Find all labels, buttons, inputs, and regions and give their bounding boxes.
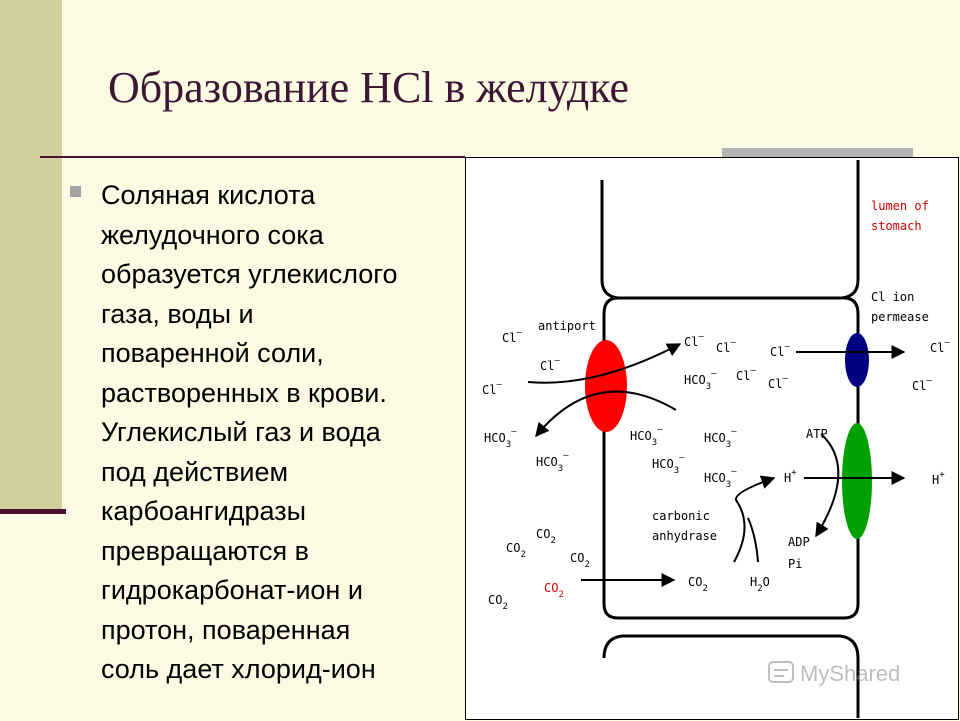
cl-ion-label: Cl– [482, 380, 502, 397]
watermark-text: MyShared [800, 661, 900, 686]
cl-ion-label: Cl– [684, 332, 704, 349]
body-line: гидрокарбонат-ион и [101, 575, 363, 605]
permease-label-line1: Cl ion [871, 290, 914, 304]
co2-label: CO2 [488, 593, 508, 612]
slide-body-text: Соляная кислота желудочного сока образуе… [101, 176, 463, 690]
hco3-ion-label: HCO3– [630, 425, 663, 448]
atp-label: ATP [806, 427, 828, 441]
adp-label: ADP [788, 535, 810, 549]
body-line: протон, поваренная [101, 614, 351, 645]
h2o-join-arrow [747, 517, 759, 563]
permease-label-line2: permease [871, 310, 929, 324]
grey-accent-bar [722, 148, 913, 158]
co2-label: CO2 [536, 527, 556, 546]
hco3-ion-label: HCO3– [484, 427, 517, 450]
cell-lower-outline [602, 634, 860, 718]
title-divider [40, 156, 465, 158]
parietal-cell-diagram: lumen of stomach antiport Cl ion permeas… [465, 157, 959, 720]
cl-ion-label: Cl– [912, 376, 932, 393]
cl-ion-label: Cl– [540, 356, 560, 373]
body-line: под действием [101, 456, 289, 487]
antiport-protein [585, 340, 627, 432]
co2-reactant-label: CO2 [688, 575, 708, 594]
bullet-marker [70, 186, 81, 197]
cl-ion-label: Cl– [502, 328, 522, 345]
cl-antiport-arrow [527, 343, 682, 384]
hco3-ion-label: HCO3– [652, 453, 685, 476]
body-line: образуется углекислого [101, 259, 398, 289]
body-line: соль дает хлорид-ион [101, 654, 376, 684]
hco3-antiport-arrow [535, 390, 677, 438]
h-inner-label: H+ [784, 468, 797, 485]
watermark-logo-icon [768, 661, 794, 683]
carbonic-anhydrase-arrow [733, 475, 776, 563]
diagram-svg: lumen of stomach antiport Cl ion permeas… [482, 160, 950, 718]
h2o-reactant-label: H2O [750, 575, 770, 594]
body-line: превращаются в [101, 535, 309, 566]
proton-pump-protein [842, 423, 872, 539]
lumen-label-line2: stomach [871, 219, 922, 233]
hco3-ion-label: HCO3– [684, 369, 717, 392]
left-decor-band [0, 0, 62, 512]
cell-membrane [600, 160, 860, 300]
body-line: растворенных в крови. [101, 377, 387, 408]
cl-permease-protein [845, 333, 869, 387]
body-line: газа, воды и [101, 298, 254, 329]
cl-ion-label: Cl– [736, 366, 756, 383]
co2-label: CO2 [506, 541, 526, 560]
myshared-watermark: MyShared [768, 661, 900, 686]
antiport-label: antiport [538, 319, 596, 333]
co2-label: CO2 [570, 551, 590, 570]
left-band-divider [0, 509, 66, 514]
cl-ion-label: Cl– [768, 374, 788, 391]
h-lumen-label: H+ [932, 470, 945, 487]
cl-ion-label: Cl– [930, 338, 950, 355]
hco3-ion-label: HCO3– [536, 451, 569, 474]
body-line: карбоангидразы [101, 496, 307, 526]
cl-ion-label: Cl– [770, 342, 790, 359]
slide-title: Образование HCl в желудке [108, 63, 630, 112]
body-line: Соляная кислота [101, 180, 316, 210]
cl-ion-label: Cl– [716, 338, 736, 355]
hco3-ion-label: HCO3– [704, 467, 737, 490]
blood-co2-label: CO2 [544, 581, 564, 600]
carbonic-label-line1: carbonic [652, 509, 710, 523]
pi-label: Pi [788, 557, 802, 571]
carbonic-label-line2: anhydrase [652, 529, 717, 543]
body-line: желудочного сока [101, 219, 324, 250]
hco3-ion-label: HCO3– [704, 427, 737, 450]
body-line: Углекислый газ и вода [101, 417, 381, 447]
cell-body-outline [602, 296, 860, 620]
body-line: поваренной соли, [101, 338, 324, 368]
atp-adp-arrow [815, 433, 840, 538]
lumen-label-line1: lumen of [871, 199, 929, 213]
